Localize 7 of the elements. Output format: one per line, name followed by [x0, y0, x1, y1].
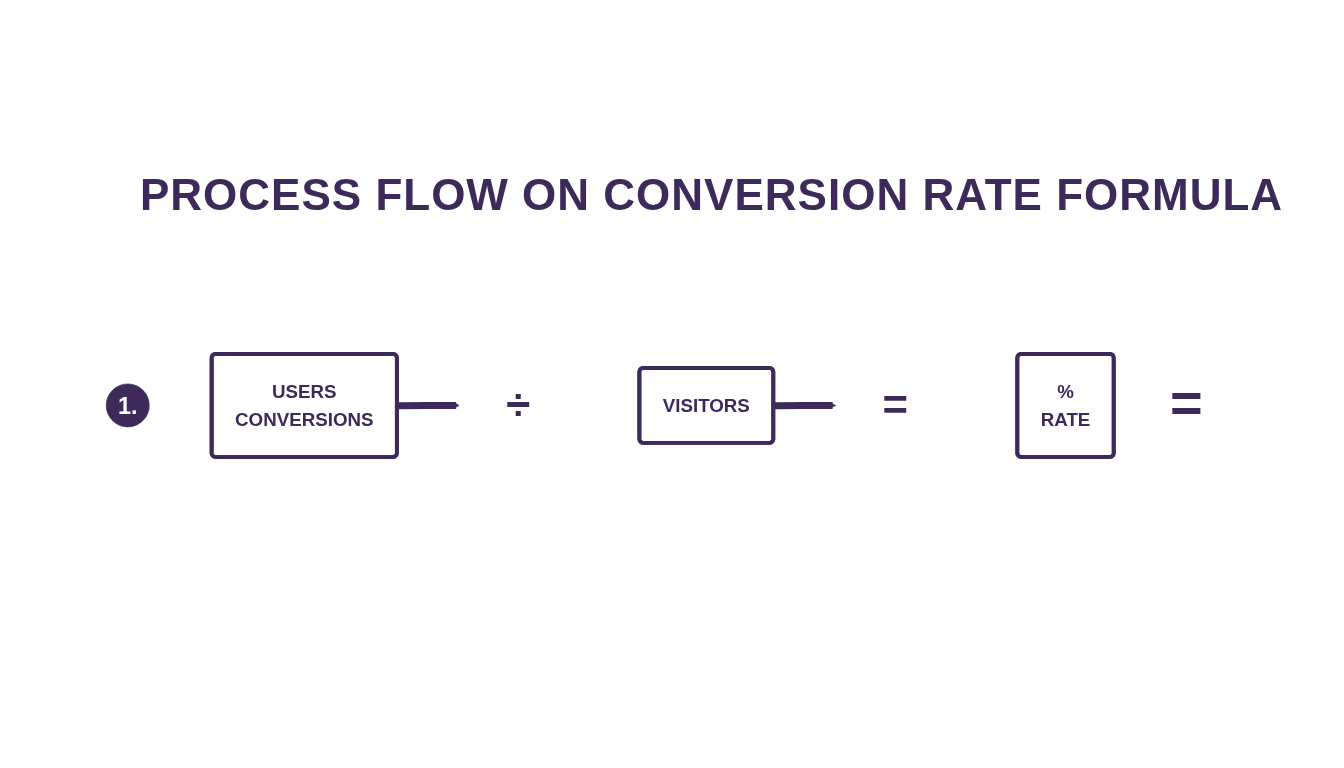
equals-sign: = [1170, 371, 1203, 434]
node-text: = [882, 380, 909, 430]
node-circle: 1. [105, 383, 150, 427]
arrow [773, 401, 836, 409]
node-text: ÷ [506, 380, 531, 430]
arrow [397, 401, 460, 409]
title: PROCESS FLOW ON CONVERSION RATE FORMULA [140, 170, 1284, 220]
